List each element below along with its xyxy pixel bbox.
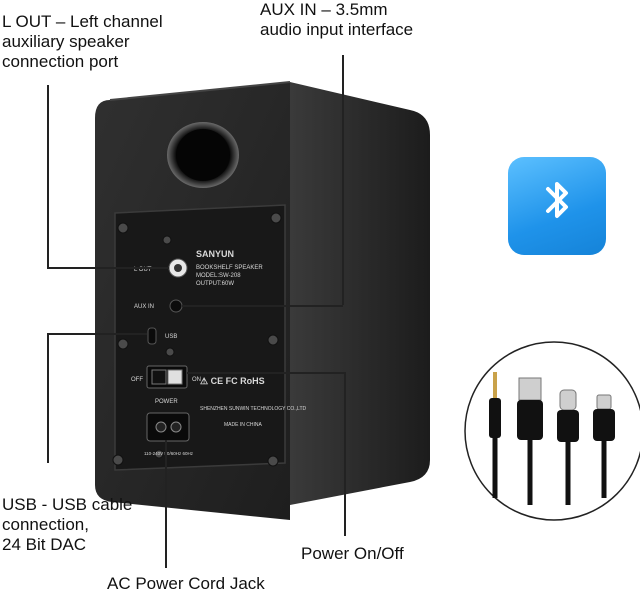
panel-voltage: 110-240V 50/60Hz 60Hz [144, 451, 194, 456]
leader-line-power [344, 372, 346, 536]
panel-lout: L OUT [134, 267, 152, 273]
bluetooth-tile [508, 157, 606, 255]
leader-line-auxin [182, 305, 343, 307]
ac-jack [146, 412, 190, 442]
leader-line-power [187, 372, 345, 374]
screw [117, 222, 129, 234]
leader-line-lout [47, 85, 49, 268]
screw [154, 449, 164, 459]
callout-lout: L OUT – Left channel auxiliary speaker c… [2, 12, 163, 71]
auxin-port [169, 299, 183, 313]
callout-ac: AC Power Cord Jack [107, 574, 265, 593]
screw [165, 347, 175, 357]
panel-auxin: AUX IN [134, 304, 154, 310]
callout-usb: USB - USB cable connection, 24 Bit DAC [2, 495, 133, 554]
panel-on: ON [192, 377, 201, 383]
screw [267, 334, 279, 346]
screw [117, 338, 129, 350]
panel-cert: ⚠ CE FC RoHS [200, 376, 265, 386]
cables-icon [464, 341, 640, 521]
screw [162, 235, 172, 245]
leader-line-auxin [342, 55, 344, 305]
callout-auxin: AUX IN – 3.5mm audio input interface [260, 0, 414, 39]
panel-model-3: OUTPUT:60W [196, 281, 234, 287]
screw [112, 454, 124, 466]
leader-line-ac [165, 440, 167, 568]
leader-line-lout [47, 267, 169, 269]
panel-power: POWER [155, 399, 178, 405]
panel-model-2: MODEL:SW-208 [196, 273, 241, 279]
leader-line-usb [47, 333, 49, 463]
callout-power: Power On/Off [301, 544, 404, 563]
bluetooth-icon [546, 182, 568, 218]
panel-brand: SANYUN [196, 249, 234, 259]
panel-model-1: BOOKSHELF SPEAKER [196, 265, 263, 271]
panel-usb: USB [165, 334, 177, 340]
leader-line-usb [47, 333, 147, 335]
panel-made-in: MADE IN CHINA [224, 422, 262, 428]
connector-panel [114, 204, 286, 471]
panel-off: OFF [131, 377, 143, 383]
usb-port [147, 327, 157, 345]
screw [270, 212, 282, 224]
panel-maker: SHENZHEN SUNWIN TECHNOLOGY CO.,LTD [200, 406, 307, 412]
screw [267, 455, 279, 467]
